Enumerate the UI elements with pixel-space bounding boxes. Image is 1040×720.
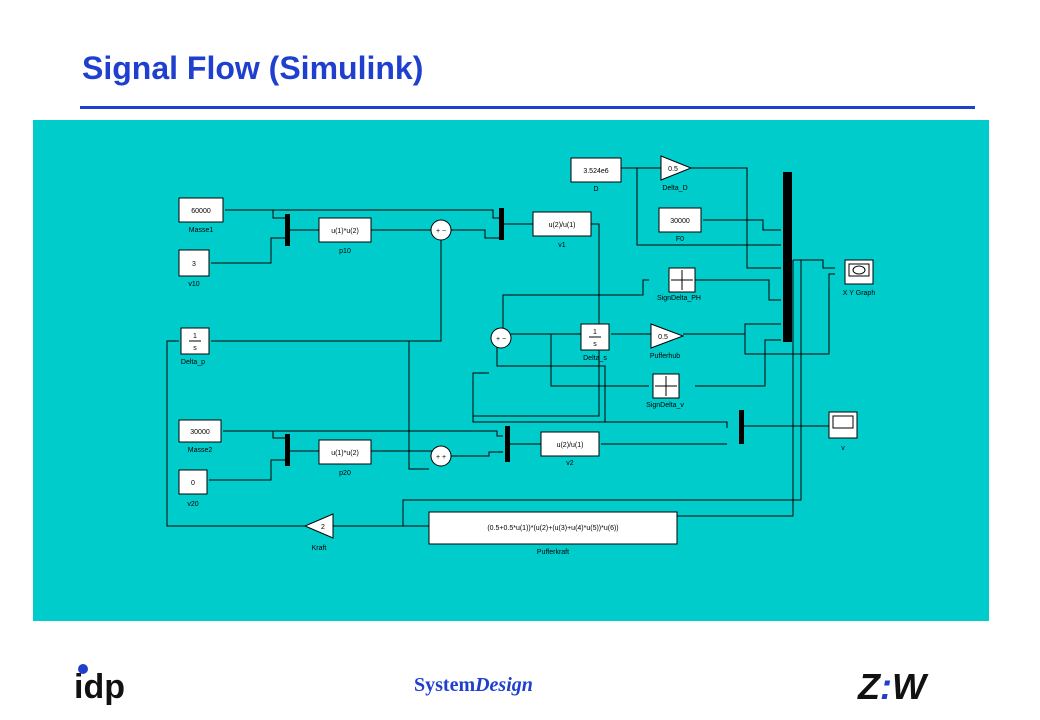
p10-expr: u(1)*u(2) xyxy=(331,228,359,235)
masse2-label: Masse2 xyxy=(188,447,213,454)
sign-delta-ph-label: SignDelta_PH xyxy=(657,295,701,302)
sum1-signs: + − xyxy=(436,228,446,235)
v1-expr: u(2)/u(1) xyxy=(549,222,576,229)
idp-logo: idp xyxy=(74,664,125,707)
kraft-gain: 2 xyxy=(321,524,325,531)
constant-d[interactable]: 3.524e6 D xyxy=(570,157,622,193)
system-design-brand: SystemDesign xyxy=(414,674,533,697)
masse2-value: 30000 xyxy=(190,429,210,436)
gain-pufferhub[interactable]: 0.5 Pufferhub xyxy=(650,323,685,360)
constant-v20[interactable]: 0 v20 xyxy=(178,469,208,508)
pufferkraft-label: Pufferkraft xyxy=(537,549,569,556)
delta-s-label: Delta_s xyxy=(583,355,607,362)
mux-v[interactable] xyxy=(739,410,744,444)
v20-label: v20 xyxy=(187,501,198,508)
f0-value: 30000 xyxy=(670,218,690,225)
ziw-logo: Z:W xyxy=(858,666,926,708)
v10-value: 3 xyxy=(192,261,196,268)
fcn-v2[interactable]: u(2)/u(1) v2 xyxy=(540,431,600,467)
f0-label: F0 xyxy=(676,236,684,243)
fcn-pufferkraft[interactable]: (0.5+0.5*u(1))*(u(2)+(u(3)+u(4)*u(5))*u(… xyxy=(428,511,678,556)
scope-v[interactable]: v xyxy=(828,411,858,452)
sign-delta-v-label: SignDelta_v xyxy=(646,402,684,409)
xy-graph-label: X Y Graph xyxy=(843,290,876,297)
sum-3[interactable]: + + xyxy=(430,445,452,467)
v2-label: v2 xyxy=(566,460,574,467)
constant-masse1[interactable]: 60000 Masse1 xyxy=(178,197,224,234)
integrator-delta-s[interactable]: 1 s Delta_s xyxy=(580,323,610,362)
ziw-logo-z: Z xyxy=(858,666,880,707)
d-value: 3.524e6 xyxy=(583,168,608,175)
masse1-label: Masse1 xyxy=(189,227,214,234)
brand-system: System xyxy=(414,674,476,696)
kraft-label: Kraft xyxy=(312,545,327,552)
idp-logo-dot xyxy=(78,664,88,674)
mux-p20[interactable] xyxy=(285,434,290,466)
masse1-value: 60000 xyxy=(191,208,211,215)
v1-label: v1 xyxy=(558,242,566,249)
sum-2[interactable]: + − xyxy=(490,327,512,349)
slide-title: Signal Flow (Simulink) xyxy=(82,50,424,86)
pufferhub-gain: 0.5 xyxy=(658,334,668,341)
p20-label: p20 xyxy=(339,470,351,477)
delta-s-num: 1 xyxy=(593,329,597,336)
simulink-diagram: 60000 Masse1 3 v10 u(1)*u(2) p10 + − u(2… xyxy=(166,155,876,556)
mux-v1[interactable] xyxy=(499,208,504,240)
d-label: D xyxy=(593,186,598,193)
constant-masse2[interactable]: 30000 Masse2 xyxy=(178,419,222,454)
sum2-signs: + − xyxy=(496,336,506,343)
sum3-signs: + + xyxy=(436,454,446,461)
pufferkraft-expr: (0.5+0.5*u(1))*(u(2)+(u(3)+u(4)*u(5))*u(… xyxy=(487,525,618,532)
title-underline xyxy=(80,106,975,109)
mux-main[interactable] xyxy=(783,172,792,342)
constant-v10[interactable]: 3 v10 xyxy=(178,249,210,288)
scope-v-label: v xyxy=(841,445,845,452)
mux-p10[interactable] xyxy=(285,214,290,246)
delta-p-num: 1 xyxy=(193,333,197,340)
gain-kraft[interactable]: 2 Kraft xyxy=(303,513,334,552)
sum-1[interactable]: + − xyxy=(430,219,452,241)
brand-design: Design xyxy=(475,674,533,696)
delta-p-label: Delta_p xyxy=(181,359,205,366)
simulink-canvas[interactable]: 60000 Masse1 3 v10 u(1)*u(2) p10 + − u(2… xyxy=(33,120,989,621)
idp-logo-text: idp xyxy=(74,668,125,706)
fcn-v1[interactable]: u(2)/u(1) v1 xyxy=(532,211,592,249)
mux-v2[interactable] xyxy=(505,426,510,462)
fcn-p10[interactable]: u(1)*u(2) p10 xyxy=(318,217,372,255)
delta-d-label: Delta_D xyxy=(662,185,687,192)
integrator-delta-p[interactable]: 1 s Delta_p xyxy=(180,327,210,366)
constant-f0[interactable]: 30000 F0 xyxy=(658,207,702,243)
ziw-logo-colon: : xyxy=(880,666,892,707)
delta-d-gain: 0.5 xyxy=(668,166,678,173)
gain-delta-d[interactable]: 0.5 Delta_D xyxy=(660,155,693,192)
delta-s-den: s xyxy=(593,341,597,348)
v20-value: 0 xyxy=(191,480,195,487)
pufferhub-label: Pufferhub xyxy=(650,353,680,360)
sign-delta-v[interactable]: SignDelta_v xyxy=(646,373,684,409)
delta-p-den: s xyxy=(193,345,197,352)
fcn-p20[interactable]: u(1)*u(2) p20 xyxy=(318,439,372,477)
signal-wires xyxy=(166,167,835,527)
v2-expr: u(2)/u(1) xyxy=(557,442,584,449)
v10-label: v10 xyxy=(188,281,199,288)
scope-xy-graph[interactable]: X Y Graph xyxy=(843,259,876,297)
ziw-logo-w: W xyxy=(892,666,926,707)
p20-expr: u(1)*u(2) xyxy=(331,450,359,457)
p10-label: p10 xyxy=(339,248,351,255)
sign-delta-ph[interactable]: SignDelta_PH xyxy=(657,267,701,302)
